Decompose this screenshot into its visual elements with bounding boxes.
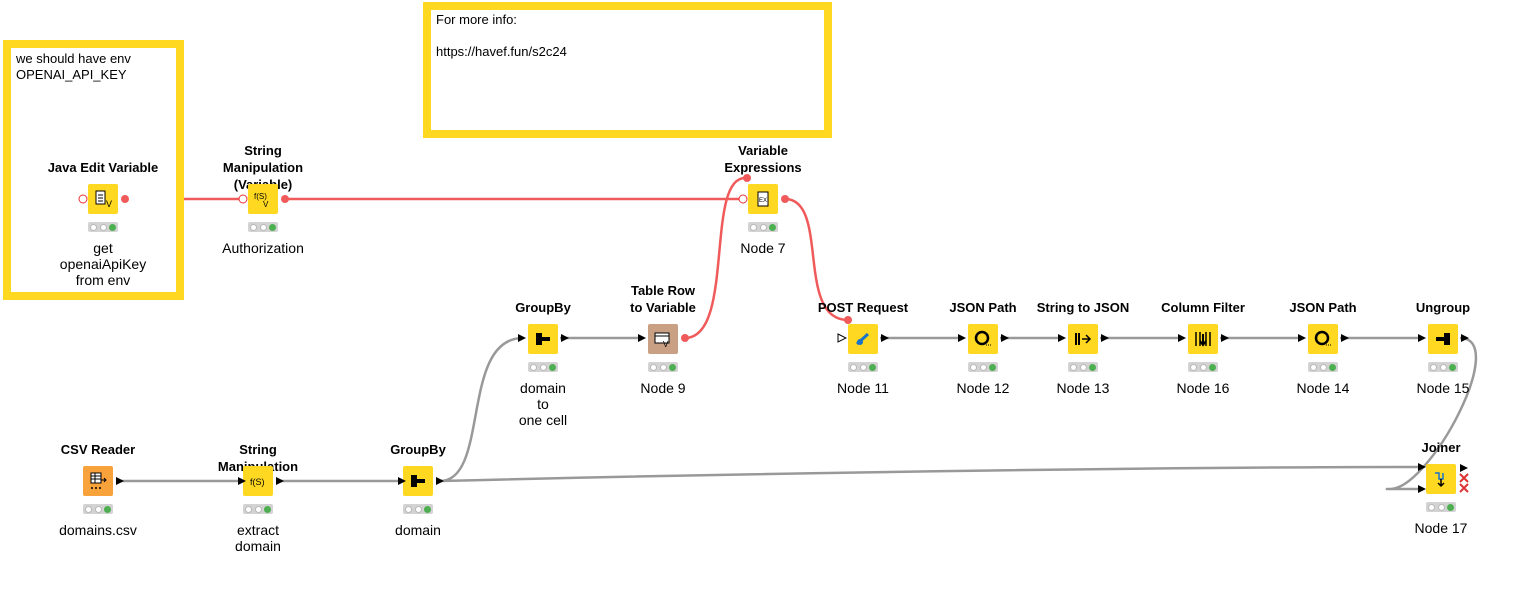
variable-connection <box>784 197 849 322</box>
node-label: get openaiApiKey from env <box>59 240 147 288</box>
node-label: Node 13 <box>1056 380 1110 396</box>
node-label: domains.csv <box>59 522 137 538</box>
node-title: Variable Expressions <box>724 143 802 175</box>
node-label: Node 12 <box>956 380 1010 396</box>
node-status-indicator <box>648 362 678 372</box>
data-connection <box>439 465 1421 483</box>
table-to-variable-icon[interactable]: V <box>648 324 678 354</box>
node-title: POST Request <box>817 300 909 315</box>
node-status-indicator <box>243 504 273 514</box>
java-snippet-icon[interactable]: V <box>88 184 118 214</box>
node-status-indicator <box>83 504 113 514</box>
data-connection <box>439 336 524 483</box>
json-path-icon[interactable] <box>968 324 998 354</box>
node-title: Column Filter <box>1161 300 1245 315</box>
annotation-text: we should have env OPENAI_API_KEY <box>16 51 131 82</box>
node-title: JSON Path <box>1289 300 1357 315</box>
csv-reader-icon[interactable] <box>83 466 113 496</box>
node-label: Node 14 <box>1296 380 1350 396</box>
node-status-indicator <box>1188 362 1218 372</box>
annotation-env-note[interactable]: we should have env OPENAI_API_KEY <box>3 40 184 300</box>
groupby-icon[interactable] <box>528 324 558 354</box>
node-label: Node 11 <box>837 380 889 396</box>
node-title: Java Edit Variable <box>47 160 159 175</box>
node-status-indicator <box>88 222 118 232</box>
node-title: Joiner <box>1421 440 1461 455</box>
node-label: domain <box>395 522 441 538</box>
string-manipulation-icon[interactable]: f(S) <box>243 466 273 496</box>
node-label: Node 9 <box>640 380 686 396</box>
node-title: Ungroup <box>1415 300 1471 315</box>
node-status-indicator <box>403 504 433 514</box>
svg-text:V: V <box>663 340 669 349</box>
post-request-icon[interactable] <box>848 324 878 354</box>
column-filter-icon[interactable] <box>1188 324 1218 354</box>
node-label: Node 15 <box>1416 380 1470 396</box>
data-connection <box>1385 336 1478 491</box>
node-label: Authorization <box>222 240 304 256</box>
node-title: GroupBy <box>515 300 571 315</box>
node-title: JSON Path <box>949 300 1017 315</box>
node-title: String to JSON <box>1036 300 1130 315</box>
annotation-info-note[interactable]: For more info: https://havef.fun/s2c24 <box>423 2 832 138</box>
node-status-indicator <box>1068 362 1098 372</box>
svg-text:V: V <box>106 199 112 209</box>
svg-text:EX: EX <box>759 198 767 204</box>
node-status-indicator <box>748 222 778 232</box>
string-manipulation-variable-icon[interactable]: f(S)V <box>248 184 278 214</box>
groupby-icon[interactable] <box>403 466 433 496</box>
expression-icon[interactable]: EX <box>748 184 778 214</box>
node-title: CSV Reader <box>60 442 136 457</box>
node-label: Node 7 <box>740 240 786 256</box>
ungroup-icon[interactable] <box>1428 324 1458 354</box>
json-path-icon[interactable] <box>1308 324 1338 354</box>
node-status-indicator <box>248 222 278 232</box>
annotation-text: For more info: https://havef.fun/s2c24 <box>436 12 567 59</box>
svg-text:f(S): f(S) <box>254 192 267 201</box>
joiner-icon[interactable] <box>1426 464 1456 494</box>
node-status-indicator <box>848 362 878 372</box>
node-label: domain to one cell <box>518 380 568 428</box>
string-to-json-icon[interactable] <box>1068 324 1098 354</box>
node-status-indicator <box>1426 502 1456 512</box>
node-label: extract domain <box>235 522 281 554</box>
svg-text:f(S): f(S) <box>250 477 265 487</box>
node-title: Table Row to Variable <box>630 283 696 315</box>
node-label: Node 17 <box>1414 520 1468 536</box>
node-label: Node 16 <box>1176 380 1230 396</box>
node-status-indicator <box>968 362 998 372</box>
node-status-indicator <box>1308 362 1338 372</box>
svg-text:V: V <box>263 200 269 209</box>
node-title: GroupBy <box>390 442 446 457</box>
node-status-indicator <box>1428 362 1458 372</box>
node-status-indicator <box>528 362 558 372</box>
variable-connection <box>684 176 746 340</box>
